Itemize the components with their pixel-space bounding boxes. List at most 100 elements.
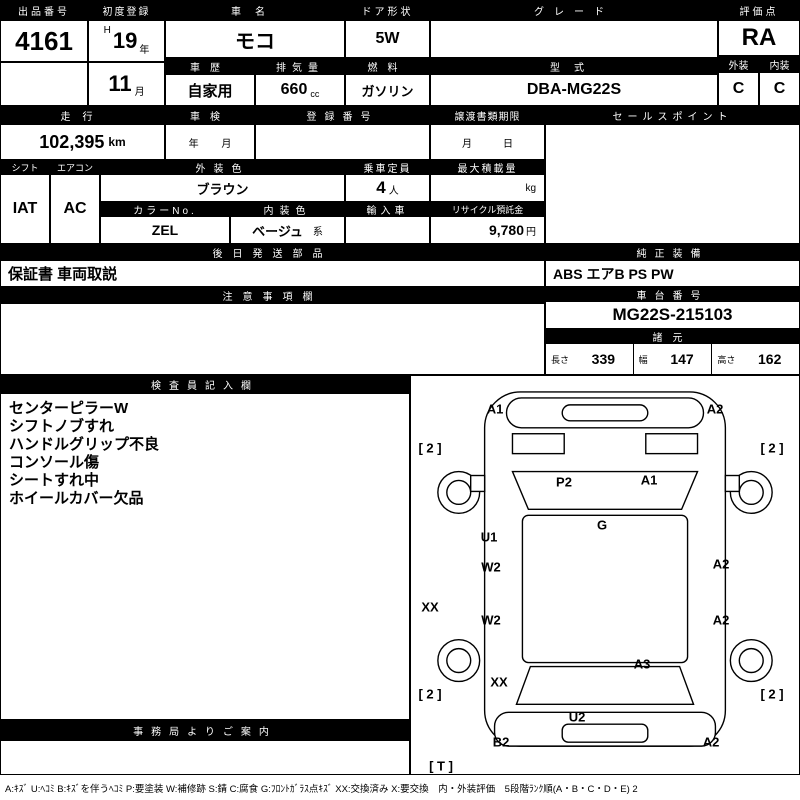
damage-code: A1 bbox=[486, 401, 504, 417]
car-name-label: 車名 bbox=[165, 0, 345, 20]
exterior-color-label: 外装色 bbox=[100, 160, 345, 175]
year-unit: 年 bbox=[139, 45, 150, 56]
score-label: 評価点 bbox=[718, 0, 800, 20]
inspector-notes-label: 検査員記入欄 bbox=[0, 375, 410, 393]
damage-code: U1 bbox=[480, 529, 498, 545]
width-value: 147 bbox=[670, 351, 694, 367]
transfer-deadline-label: 譲渡書類期限 bbox=[430, 106, 545, 124]
inspector-note: コンソール傷 bbox=[9, 454, 100, 471]
cautions-label: 注意事項欄 bbox=[0, 287, 545, 303]
recycle-value: 9,780 bbox=[488, 222, 524, 238]
history: 自家用 bbox=[165, 74, 255, 106]
inspector-note: シフトノブすれ bbox=[9, 418, 115, 435]
capacity: 4 人 bbox=[345, 174, 430, 202]
later-shipped-parts: 保証書 車両取説 bbox=[0, 260, 545, 287]
shift: IAT bbox=[0, 174, 50, 244]
mileage-unit: km bbox=[108, 135, 126, 149]
damage-code: A2 bbox=[702, 734, 720, 750]
mileage-value: 102,395 bbox=[39, 131, 105, 152]
first-registration-month: 11 月 bbox=[88, 62, 165, 106]
exhibit-no: 4161 bbox=[0, 20, 88, 62]
height-label: 高さ bbox=[711, 344, 740, 374]
damage-code: [ 2 ] bbox=[418, 440, 442, 456]
sales-point-label: セールスポイント bbox=[545, 106, 800, 124]
damage-code: XX bbox=[421, 599, 439, 615]
displacement-value: 660 bbox=[280, 81, 308, 98]
legend: A:ｷｽﾞ U:ﾍｺﾐ B:ｷｽﾞを伴うﾍｺﾐ P:要塗装 W:補修跡 S:錆 … bbox=[0, 775, 800, 800]
capacity-unit: 人 bbox=[388, 186, 399, 197]
inspection-date: 年 月 bbox=[165, 124, 255, 160]
height-value: 162 bbox=[758, 351, 782, 367]
door-shape-label: ドア形状 bbox=[345, 0, 430, 20]
cautions bbox=[0, 303, 545, 375]
max-load-label: 最大積載量 bbox=[430, 160, 545, 175]
damage-code: W2 bbox=[481, 559, 501, 575]
mileage-label: 走行 bbox=[0, 106, 165, 124]
color-no: ZEL bbox=[100, 216, 230, 244]
transfer-month-unit: 月 bbox=[462, 138, 472, 150]
damage-code: W2 bbox=[481, 612, 501, 628]
aircon: AC bbox=[50, 174, 100, 244]
length-label: 長さ bbox=[551, 354, 570, 365]
damage-code: [ T ] bbox=[429, 758, 453, 774]
aircon-label: エアコン bbox=[50, 160, 100, 174]
mileage: 102,395 km bbox=[0, 124, 165, 160]
inspector-note: ホイールカバー欠品 bbox=[9, 490, 144, 507]
grade-label: グレード bbox=[430, 0, 718, 20]
interior-color-suffix: 系 bbox=[312, 226, 323, 238]
capacity-label: 乗車定員 bbox=[345, 160, 430, 175]
import-label: 輸入車 bbox=[345, 202, 430, 217]
inspection-month-unit: 月 bbox=[221, 138, 232, 150]
recycle-unit: 円 bbox=[526, 226, 536, 238]
later-shipped-parts-label: 後日発送部品 bbox=[0, 244, 545, 260]
length-value: 339 bbox=[591, 351, 616, 367]
genuine-equipment-label: 純正装備 bbox=[545, 244, 800, 260]
displacement-label: 排気量 bbox=[255, 58, 345, 74]
interior-color: ベージュ 系 bbox=[230, 216, 345, 244]
fuel-label: 燃料 bbox=[345, 58, 430, 74]
exterior-score: C bbox=[718, 72, 759, 106]
dimensions-label: 諸元 bbox=[545, 329, 800, 344]
first-reg-year: 19 bbox=[112, 28, 138, 53]
interior-score-label: 内装 bbox=[759, 56, 800, 72]
inspection-label: 車検 bbox=[165, 106, 255, 124]
max-load: kg bbox=[430, 174, 545, 202]
score: RA bbox=[718, 20, 800, 56]
first-reg-month: 11 bbox=[108, 71, 132, 96]
inspector-note: センターピラーW bbox=[9, 400, 129, 417]
interior-score: C bbox=[759, 72, 800, 106]
damage-code: [ 2 ] bbox=[418, 686, 442, 702]
exterior-color: ブラウン bbox=[100, 174, 345, 202]
first-registration-label: 初度登録 bbox=[88, 0, 165, 20]
damage-code: A1 bbox=[640, 472, 658, 488]
recycle-deposit-label: リサイクル預託金 bbox=[430, 202, 545, 216]
exterior-score-label: 外装 bbox=[718, 56, 759, 72]
transfer-day-unit: 日 bbox=[503, 138, 513, 150]
shift-label: シフト bbox=[0, 160, 50, 174]
interior-color-label: 内装色 bbox=[230, 202, 345, 217]
inspector-note: シートすれ中 bbox=[9, 472, 100, 489]
damage-code: U2 bbox=[568, 709, 586, 725]
damage-code: A3 bbox=[633, 656, 651, 672]
office-info-label: 事務局よりご案内 bbox=[0, 720, 410, 740]
grade bbox=[430, 20, 718, 58]
damage-code: XX bbox=[490, 674, 508, 690]
month-unit: 月 bbox=[134, 87, 145, 98]
chassis-no-label: 車台番号 bbox=[545, 287, 800, 302]
capacity-value: 4 bbox=[376, 178, 386, 197]
history-label: 車歴 bbox=[165, 58, 255, 74]
damage-code: B2 bbox=[492, 734, 510, 750]
import-car bbox=[345, 216, 430, 244]
sales-point bbox=[545, 124, 800, 244]
inspector-note: ハンドルグリップ不良 bbox=[9, 436, 160, 453]
exhibit-no-extra bbox=[0, 62, 88, 106]
width-label: 幅 bbox=[632, 344, 653, 374]
inspection-year-unit: 年 bbox=[188, 138, 199, 150]
car-top-view bbox=[437, 391, 773, 747]
dimensions: 長さ 339 幅 147 高さ 162 bbox=[545, 343, 800, 375]
chassis-no: MG22S-215103 bbox=[545, 301, 800, 329]
